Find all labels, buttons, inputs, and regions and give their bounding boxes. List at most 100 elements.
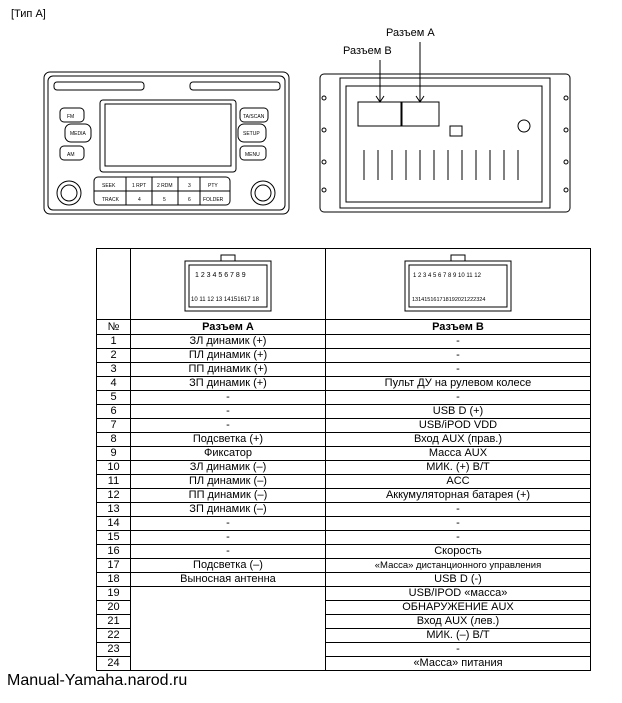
cell-n: 9 xyxy=(96,446,131,461)
cell-b: USB D (-) xyxy=(325,572,591,587)
table-row: 24 «Масса» питания xyxy=(96,656,591,671)
cell-a: ПП динамик (–) xyxy=(130,488,326,503)
pty-button: PTY xyxy=(208,183,218,189)
cell-n: 19 xyxy=(96,586,131,601)
table-row: 23- xyxy=(96,642,591,657)
table-row: 14-- xyxy=(96,516,591,531)
cell-b: - xyxy=(325,334,591,349)
cell-n: 2 xyxy=(96,348,131,363)
media-button: MEDIA xyxy=(70,131,87,137)
cell-b: - xyxy=(325,348,591,363)
table-row: 21 Вход AUX (лев.) xyxy=(96,614,591,629)
cell-b: ОБНАРУЖЕНИЕ AUX xyxy=(325,600,591,615)
cell-b: - xyxy=(325,502,591,517)
cell-n: 13 xyxy=(96,502,131,517)
radio-front-panel-drawing: FM MEDIA AM TA/SCAN SETUP MENU SEEK TRAC… xyxy=(43,42,571,215)
cell-a: ПЛ динамик (–) xyxy=(130,474,326,489)
table-row: 5-- xyxy=(96,390,591,405)
cell-n: 1 xyxy=(96,334,131,349)
radio-rear-drawing xyxy=(319,42,571,213)
cell-b: - xyxy=(325,642,591,657)
cell-a: ПП динамик (+) xyxy=(130,362,326,377)
cell-b: Масса AUX xyxy=(325,446,591,461)
cell-b: Пульт ДУ на рулевом колесе xyxy=(325,376,591,391)
track-button: TRACK xyxy=(102,197,120,203)
cell-b: МИК. (+) В/Т xyxy=(325,460,591,475)
button-3: 3 xyxy=(188,183,191,189)
cell-n: 4 xyxy=(96,376,131,391)
folder-button: FOLDER xyxy=(203,197,224,203)
rpt-button: 1 RPT xyxy=(132,183,146,189)
connector-b-top-pins: 1 2 3 4 5 6 7 8 9 10 11 12 xyxy=(413,273,482,279)
cell-b: - xyxy=(325,390,591,405)
cell-a: - xyxy=(130,418,326,433)
cell-n: 14 xyxy=(96,516,131,531)
cell-a: - xyxy=(130,544,326,559)
cell-n: 22 xyxy=(96,628,131,643)
header-connector-b: Разъем B xyxy=(325,319,591,335)
cell-b: USB D (+) xyxy=(325,404,591,419)
table-row: 15-- xyxy=(96,530,591,545)
empty-cell xyxy=(130,586,326,671)
cell-a: - xyxy=(130,516,326,531)
cell-n: 10 xyxy=(96,460,131,475)
cell-n: 18 xyxy=(96,572,131,587)
header-connector-a: Разъем A xyxy=(130,319,326,335)
cell-n: 21 xyxy=(96,614,131,629)
cell-b: USB/iPOD VDD xyxy=(325,418,591,433)
cell-b: Вход AUX (лев.) xyxy=(325,614,591,629)
pinout-table: 1 2 3 4 5 6 7 8 9 10 11 12 13 14151617 1… xyxy=(96,248,591,671)
button-6: 6 xyxy=(188,197,191,203)
table-row: 6-USB D (+) xyxy=(96,404,591,419)
connector-a-label: Разъем A xyxy=(386,27,435,39)
connector-b-label: Разъем B xyxy=(343,45,392,57)
cell-n: 16 xyxy=(96,544,131,559)
cell-n: 7 xyxy=(96,418,131,433)
fm-button: FM xyxy=(67,114,74,120)
cell-b: - xyxy=(325,516,591,531)
tv-scan-button: TA/SCAN xyxy=(243,114,265,120)
seek-button: SEEK xyxy=(102,183,116,189)
footer-watermark: Manual-Yamaha.narod.ru xyxy=(7,672,188,689)
rdm-button: 2 RDM xyxy=(157,183,173,189)
am-button: AM xyxy=(67,152,75,158)
cell-b: ACC xyxy=(325,474,591,489)
cell-a: - xyxy=(130,390,326,405)
cell-a: Подсветка (–) xyxy=(130,558,326,573)
cell-a: ЗП динамик (–) xyxy=(130,502,326,517)
cell-a: ЗЛ динамик (–) xyxy=(130,460,326,475)
cell-n: 8 xyxy=(96,432,131,447)
cell-b: Аккумуляторная батарея (+) xyxy=(325,488,591,503)
table-row: 19 USB/IPOD «масса» xyxy=(96,586,591,671)
cell-a: Выносная антенна xyxy=(130,572,326,587)
cell-a: ПЛ динамик (+) xyxy=(130,348,326,363)
cell-a: - xyxy=(130,404,326,419)
table-row: 16-Скорость xyxy=(96,544,591,559)
table-row: 7-USB/iPOD VDD xyxy=(96,418,591,433)
cell-n: 20 xyxy=(96,600,131,615)
cell-n: 24 xyxy=(96,656,131,671)
cell-b: - xyxy=(325,530,591,545)
button-4: 4 xyxy=(138,197,141,203)
cell-a: ЗП динамик (+) xyxy=(130,376,326,391)
cell-b: USB/IPOD «масса» xyxy=(325,586,591,601)
cell-b: Вход AUX (прав.) xyxy=(325,432,591,447)
button-5: 5 xyxy=(163,197,166,203)
type-label: [Тип А] xyxy=(11,8,46,20)
cell-n: 17 xyxy=(96,558,131,573)
cell-b: - xyxy=(325,362,591,377)
cell-b: Скорость xyxy=(325,544,591,559)
cell-b: «Масса» питания xyxy=(325,656,591,671)
cell-n: 5 xyxy=(96,390,131,405)
cell-n: 3 xyxy=(96,362,131,377)
